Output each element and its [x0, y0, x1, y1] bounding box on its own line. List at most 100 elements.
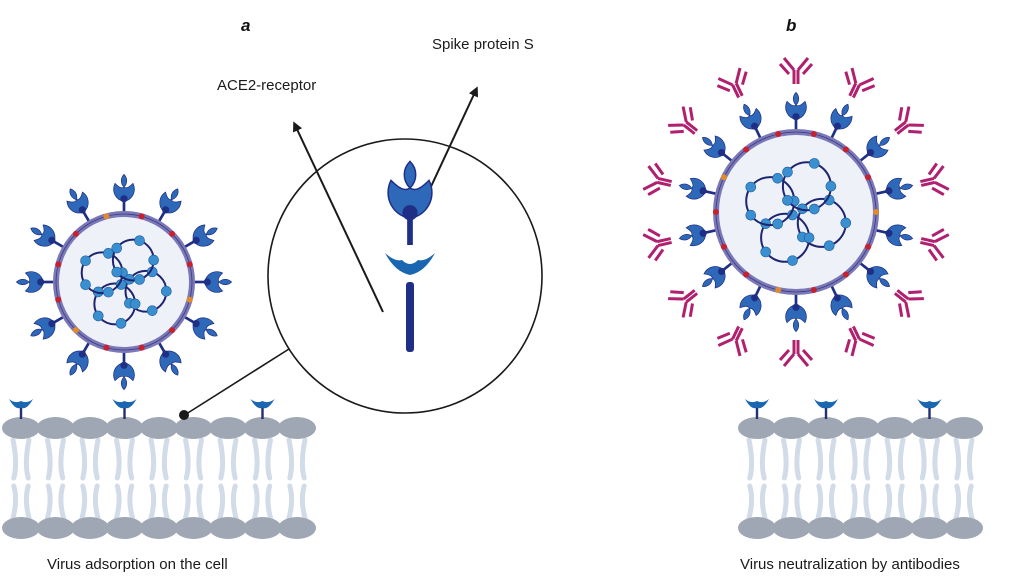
antibody — [778, 57, 814, 84]
spike-arrow — [427, 86, 478, 194]
cell-membrane-a — [2, 399, 316, 539]
panel-a-caption: Virus adsorption on the cell — [47, 556, 228, 573]
nucleocapsid — [129, 298, 141, 310]
antibody — [716, 67, 748, 99]
spike-protein — [873, 224, 914, 247]
membrane-protein — [810, 131, 817, 138]
membrane-protein — [186, 261, 193, 268]
spike-protein — [873, 177, 914, 200]
ace2-receptor-label: ACE2-receptor — [217, 77, 317, 94]
inset-pointer-dot — [179, 410, 189, 420]
virus-particle-a — [15, 173, 233, 391]
antibody — [668, 289, 699, 318]
antibody — [844, 325, 876, 357]
lipid-head — [209, 517, 247, 539]
membrane-protein — [720, 243, 727, 250]
membrane-protein — [138, 344, 145, 351]
ace2-receptor — [814, 399, 838, 419]
nucleocapsid — [823, 240, 835, 252]
lipid-head — [807, 517, 845, 539]
membrane-protein — [169, 327, 176, 334]
nucleocapsid — [80, 255, 91, 267]
nucleocapsid — [134, 274, 145, 285]
membrane-protein — [842, 271, 849, 278]
membrane-protein — [743, 271, 750, 278]
panel-b-label: b — [786, 16, 797, 35]
antibody — [778, 340, 814, 367]
spike-protein — [702, 260, 735, 289]
lipid-head — [140, 417, 178, 439]
lipid-head — [174, 417, 213, 439]
spike-protein — [829, 103, 853, 141]
membrane-protein — [810, 286, 817, 293]
magnified-spike — [387, 160, 433, 245]
nucleocapsid — [134, 235, 145, 246]
nucleocapsid — [92, 310, 104, 322]
lipid-head — [243, 417, 282, 439]
lipid-head — [876, 517, 914, 539]
membrane-protein — [103, 213, 110, 220]
spike-protein — [15, 271, 56, 293]
membrane-protein — [186, 296, 193, 303]
nucleocapsid — [111, 266, 123, 278]
spike-protein — [678, 224, 719, 247]
lipid-head — [36, 517, 75, 539]
lipid-head — [738, 417, 776, 439]
lipid-head — [910, 417, 949, 439]
lipid-head — [278, 417, 316, 439]
nucleocapsid — [745, 209, 757, 221]
membrane-protein — [72, 230, 79, 237]
membrane-protein — [842, 146, 849, 153]
nucleocapsid — [161, 285, 172, 297]
lipid-head — [278, 517, 316, 539]
nucleocapsid — [146, 305, 158, 316]
inset-pointer-line — [182, 348, 290, 417]
spike-protein — [113, 350, 135, 391]
membrane-protein — [775, 286, 782, 293]
spike-protein — [156, 340, 182, 376]
lipid-head — [36, 417, 75, 439]
membrane-protein — [873, 209, 879, 215]
nucleocapsid — [772, 172, 783, 184]
antibody — [642, 228, 672, 262]
lipid-head — [945, 417, 983, 439]
antibody — [893, 106, 924, 135]
spike-protein — [30, 314, 66, 340]
cell-membrane-b — [738, 399, 983, 539]
spike-protein — [785, 292, 807, 333]
antibody — [844, 67, 876, 99]
nucleocapsid — [80, 279, 91, 291]
nucleocapsid — [840, 217, 852, 229]
nucleocapsid — [782, 166, 793, 178]
lipid-head — [841, 517, 880, 539]
lipid-head — [140, 517, 178, 539]
antibody — [668, 106, 699, 135]
spike-protein-label: Spike protein S — [432, 36, 534, 53]
virus-particle-b — [642, 57, 950, 367]
membrane-protein — [713, 209, 719, 215]
membrane-protein — [138, 213, 145, 220]
spike-protein — [156, 188, 182, 224]
membrane-protein — [169, 230, 176, 237]
lipid-head — [209, 417, 247, 439]
magnified-binding-inset — [179, 86, 543, 420]
lipid-head — [738, 517, 776, 539]
membrane-protein — [55, 261, 62, 268]
nucleocapsid — [760, 246, 771, 258]
lipid-head — [174, 517, 213, 539]
membrane-protein — [55, 296, 62, 303]
magnified-ace2-receptor — [385, 253, 435, 352]
antibody — [920, 228, 950, 262]
nucleocapsid — [745, 181, 757, 193]
spike-protein — [785, 91, 807, 132]
antibody — [716, 325, 748, 357]
nucleocapsid — [809, 158, 820, 169]
lipid-head — [772, 417, 811, 439]
nucleocapsid — [787, 255, 798, 266]
membrane-protein — [72, 327, 79, 334]
membrane-protein — [775, 131, 782, 138]
antibody — [920, 162, 950, 196]
ace2-receptor — [9, 399, 33, 419]
antibody — [642, 162, 672, 196]
